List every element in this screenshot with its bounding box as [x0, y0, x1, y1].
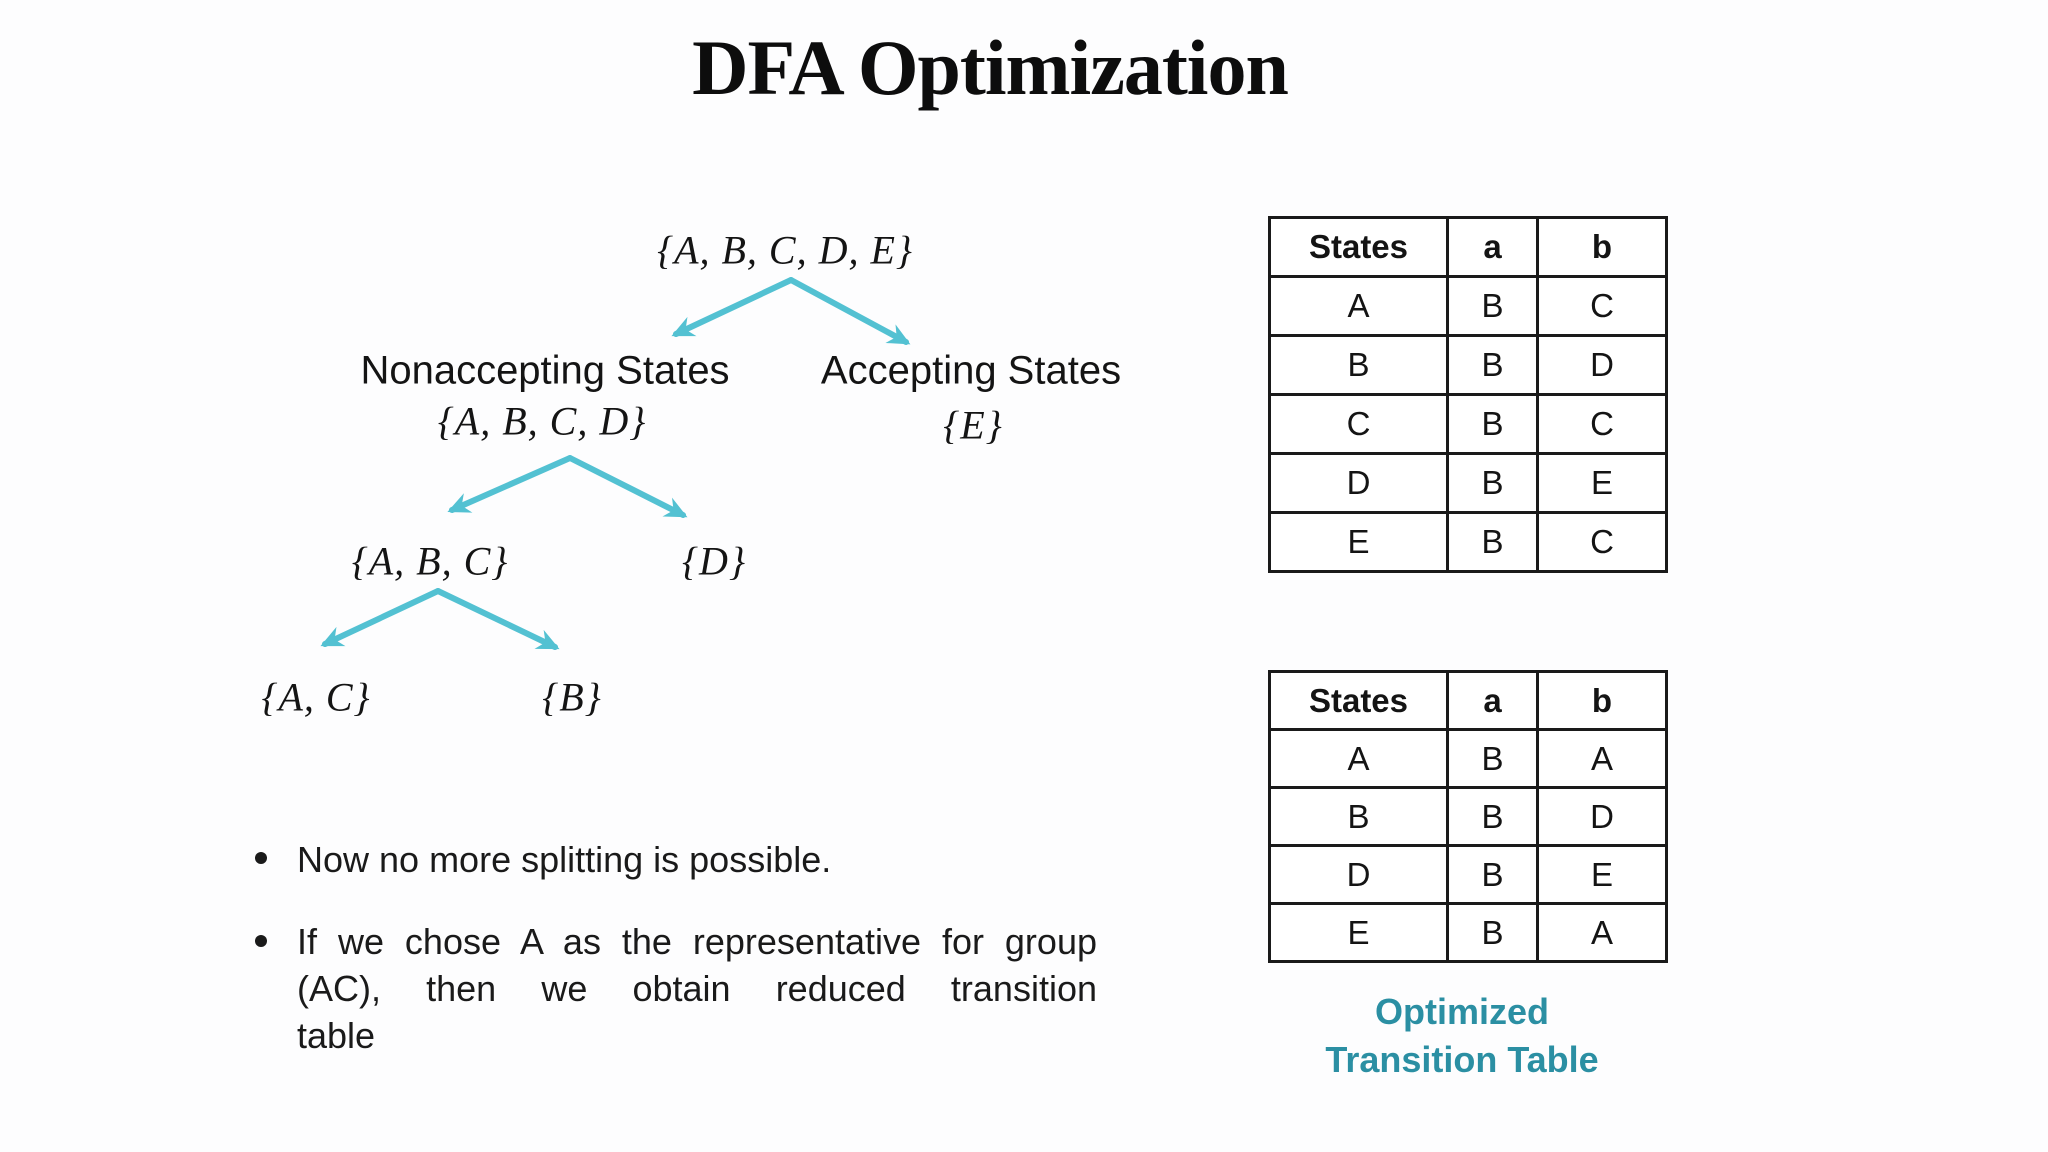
cell-b: C: [1536, 511, 1668, 573]
original-transition-table: States a b A B C B B D C B C D B: [1268, 216, 1668, 573]
cell-state: A: [1268, 275, 1449, 337]
table-row: A B A: [1268, 728, 1668, 789]
cell-state: A: [1268, 728, 1449, 789]
table-row: D B E: [1268, 452, 1668, 514]
cell-a: B: [1446, 334, 1539, 396]
bullet-item-2-line-2: (AC), then we obtain reduced transition: [297, 968, 1097, 1009]
bullet-item-2-line-3: table: [297, 1015, 376, 1056]
table-row: B B D: [1268, 334, 1668, 396]
bullet-dot: [255, 935, 267, 947]
cell-state: E: [1268, 902, 1449, 963]
cell-state: D: [1268, 844, 1449, 905]
cell-a: B: [1446, 511, 1539, 573]
cell-a: B: [1446, 844, 1539, 905]
tree-node-abc-set: {A, B, C}: [351, 538, 509, 584]
cell-b: E: [1536, 844, 1668, 905]
bullet-item-2-line-1: If we chose A as the representative for …: [297, 921, 1097, 962]
table-row: E B C: [1268, 511, 1668, 573]
table-row: A B C: [1268, 275, 1668, 337]
cell-state: D: [1268, 452, 1449, 514]
column-header-a: a: [1446, 670, 1539, 731]
column-header-a: a: [1446, 216, 1539, 278]
cell-a: B: [1446, 275, 1539, 337]
column-header-states: States: [1268, 670, 1449, 731]
cell-b: C: [1536, 393, 1668, 455]
cell-a: B: [1446, 902, 1539, 963]
cell-state: E: [1268, 511, 1449, 573]
table-row: E B A: [1268, 902, 1668, 963]
cell-a: B: [1446, 786, 1539, 847]
table-row: B B D: [1268, 786, 1668, 847]
table-row: C B C: [1268, 393, 1668, 455]
arrow-abc-to-ac: [320, 588, 441, 647]
tree-node-nonaccepting-set: {A, B, C, D}: [437, 398, 647, 444]
arrow-root-to-nonaccepting: [671, 277, 794, 337]
arrow-abc-to-b: [435, 588, 560, 650]
bullet-dot: [255, 852, 267, 864]
arrow-abcd-to-abc: [447, 455, 573, 513]
column-header-states: States: [1268, 216, 1449, 278]
cell-b: A: [1536, 902, 1668, 963]
cell-b: D: [1536, 786, 1668, 847]
cell-state: B: [1268, 786, 1449, 847]
table-header-row: States a b: [1268, 216, 1668, 278]
tree-node-accepting-label: Accepting States: [820, 348, 1122, 393]
cell-state: C: [1268, 393, 1449, 455]
column-header-b: b: [1536, 216, 1668, 278]
cell-b: D: [1536, 334, 1668, 396]
caption-line-1: Optimized: [1374, 991, 1549, 1032]
cell-state: B: [1268, 334, 1449, 396]
column-header-b: b: [1536, 670, 1668, 731]
tree-node-d-set: {D}: [682, 538, 746, 584]
arrow-root-to-accepting: [788, 277, 911, 345]
cell-a: B: [1446, 393, 1539, 455]
tree-node-nonaccepting-label: Nonaccepting States: [360, 348, 730, 393]
cell-b: C: [1536, 275, 1668, 337]
arrow-abcd-to-d: [567, 455, 688, 518]
cell-b: A: [1536, 728, 1668, 789]
optimized-table-caption: Optimized Transition Table: [1325, 988, 1598, 1084]
cell-a: B: [1446, 728, 1539, 789]
tree-node-ac-set: {A, C}: [261, 674, 371, 720]
cell-b: E: [1536, 452, 1668, 514]
cell-a: B: [1446, 452, 1539, 514]
tree-node-accepting-set: {E}: [943, 402, 1003, 448]
caption-line-2: Transition Table: [1325, 1039, 1599, 1080]
tree-node-root-set: {A, B, C, D, E}: [657, 227, 913, 273]
page-title: DFA Optimization: [692, 24, 1289, 111]
bullet-item-2: If we chose A as the representative for …: [297, 918, 1097, 1059]
optimized-transition-table: States a b A B A B B D D B E E B: [1268, 670, 1668, 963]
bullet-item-1: Now no more splitting is possible.: [297, 839, 832, 880]
table-row: D B E: [1268, 844, 1668, 905]
table-header-row: States a b: [1268, 670, 1668, 731]
tree-node-b-set: {B}: [542, 674, 602, 720]
